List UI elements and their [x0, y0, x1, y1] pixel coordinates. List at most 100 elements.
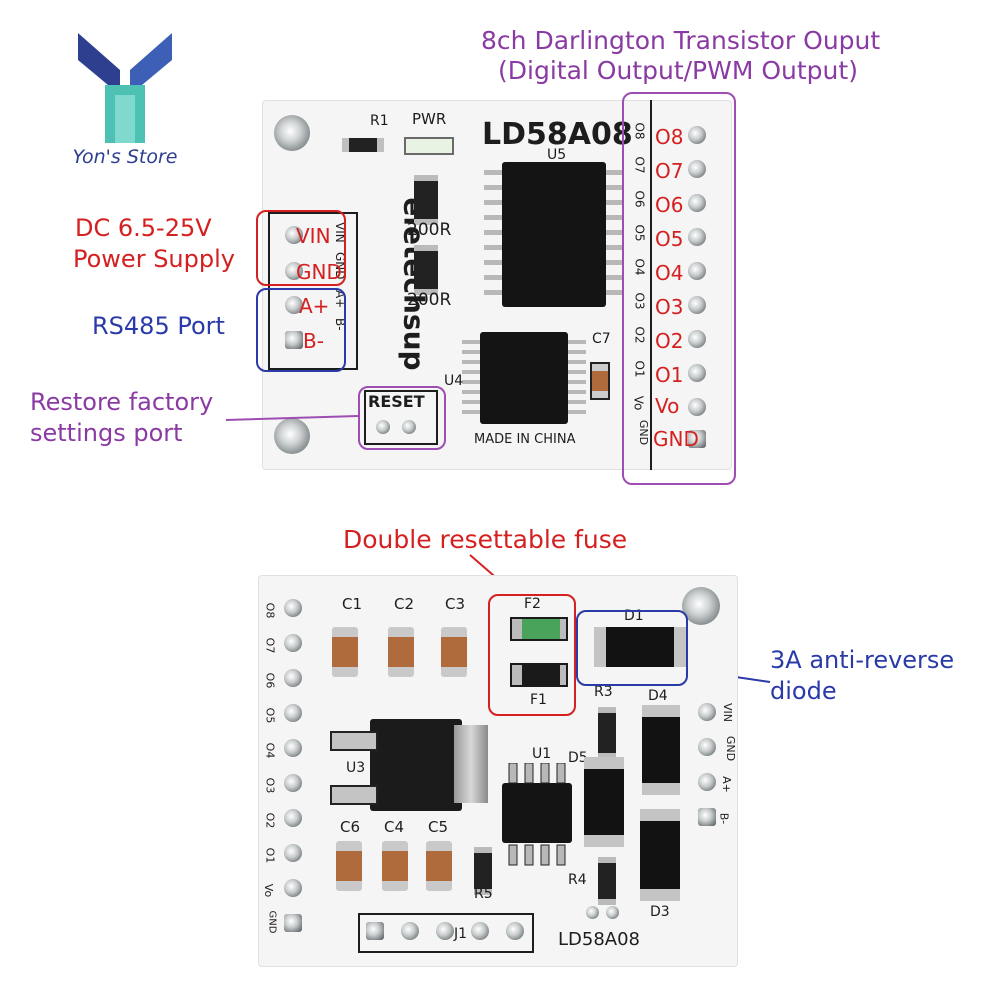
restore-label-line2: settings port — [30, 419, 183, 447]
output-pin-o6[interactable] — [688, 194, 706, 212]
c6-capacitor — [336, 841, 362, 891]
test-pad[interactable] — [606, 906, 619, 919]
input-label-vin: VIN — [296, 224, 331, 248]
r4-label: R4 — [568, 872, 587, 888]
u5-pins — [484, 170, 624, 295]
mount-hole — [274, 115, 310, 151]
output-pin-gnd[interactable] — [688, 430, 706, 448]
bottom-pad-o5[interactable] — [284, 704, 302, 722]
fuse-highlight-box — [488, 594, 576, 716]
bottom-pad-o2[interactable] — [284, 809, 302, 827]
bottom-board: C1 C2 C3 F2 F1 D1 R3 D4 D5 D3 U3 U1 C6 C… — [258, 575, 738, 967]
bottom-pad-vo[interactable] — [284, 879, 302, 897]
fuse-label: Double resettable fuse — [343, 525, 628, 554]
input-pin-a[interactable] — [285, 296, 303, 314]
output-rail — [650, 100, 652, 470]
store-logo: Yon's Store — [60, 25, 190, 185]
diode-label-line2: diode — [770, 677, 837, 705]
bottom-silk-o4: O4 — [263, 742, 277, 759]
d3-diode — [640, 809, 680, 901]
r1-resistor — [342, 138, 384, 152]
bottom-silk-a: A+ — [719, 776, 733, 793]
output-pin-o2[interactable] — [688, 330, 706, 348]
j1-pin[interactable] — [471, 922, 489, 940]
u3-regulator — [370, 719, 462, 811]
output-label-o6: O6 — [655, 193, 684, 217]
bottom-pad-gnd[interactable] — [284, 914, 302, 932]
output-pin-o4[interactable] — [688, 262, 706, 280]
input-label-b: B- — [303, 329, 324, 353]
outputs-highlight-box — [622, 92, 736, 485]
output-pin-o1[interactable] — [688, 364, 706, 382]
output-pin-o5[interactable] — [688, 228, 706, 246]
output-pin-vo[interactable] — [688, 398, 706, 416]
r3-label: R3 — [594, 684, 613, 700]
bottom-pad-o6[interactable] — [284, 669, 302, 687]
resistor-200r — [414, 245, 438, 295]
resistor-200r — [414, 175, 438, 225]
bottom-model-label: LD58A08 — [558, 929, 641, 950]
output-pin-o8[interactable] — [688, 126, 706, 144]
u3-lead — [330, 785, 378, 805]
u3-label: U3 — [346, 760, 366, 776]
res-value-1: 200R — [407, 220, 452, 240]
output-label-o2: O2 — [655, 329, 684, 353]
input-pin-b[interactable] — [285, 331, 303, 349]
d4-diode — [642, 705, 680, 795]
store-name: Yon's Store — [72, 146, 178, 168]
input-pin-gnd[interactable] — [285, 262, 303, 280]
output-pin-o7[interactable] — [688, 160, 706, 178]
input-pin-vin[interactable] — [285, 226, 303, 244]
c2-label: C2 — [394, 595, 415, 613]
r5-resistor — [474, 847, 492, 895]
d1-label: D1 — [624, 608, 644, 624]
u4-chip — [480, 332, 568, 424]
bottom-silk-o1: O1 — [263, 847, 277, 864]
bottom-pad-o3[interactable] — [284, 774, 302, 792]
bottom-silk-gnd-r: GND — [724, 735, 738, 762]
c1-capacitor — [332, 627, 358, 677]
rs485-label: RS485 Port — [92, 312, 225, 340]
u5-chip — [502, 162, 606, 307]
f2-label: F2 — [524, 596, 541, 612]
output-label-o5: O5 — [655, 227, 684, 251]
test-pad[interactable] — [586, 906, 599, 919]
input-label-gnd: GND — [296, 260, 342, 284]
pwr-led — [404, 137, 454, 155]
d1-diode — [594, 627, 686, 667]
output-label-vo: Vo — [655, 394, 680, 418]
bottom-pad-gnd-r[interactable] — [698, 738, 716, 756]
r4-resistor — [598, 857, 616, 905]
c4-label: C4 — [384, 818, 405, 836]
j1-pin[interactable] — [506, 922, 524, 940]
bottom-pad-vin[interactable] — [698, 703, 716, 721]
u4-pins — [462, 340, 586, 414]
power-label-line1: DC 6.5-25V — [75, 214, 212, 242]
reset-pin — [376, 420, 390, 434]
output-pin-o3[interactable] — [688, 296, 706, 314]
rs485-highlight-box — [256, 288, 346, 372]
power-label-line2: Power Supply — [73, 245, 235, 273]
bottom-pad-o1[interactable] — [284, 844, 302, 862]
bottom-pad-b[interactable] — [698, 808, 716, 826]
u3-tab — [454, 725, 488, 803]
c4-capacitor — [382, 841, 408, 891]
c3-label: C3 — [445, 595, 466, 613]
bottom-pad-o4[interactable] — [284, 739, 302, 757]
j1-pin[interactable] — [436, 922, 454, 940]
f2-fuse — [510, 617, 568, 641]
output-label-o1: O1 — [655, 363, 684, 387]
f1-label: F1 — [530, 692, 547, 708]
r5-label: R5 — [474, 886, 493, 902]
bottom-pad-o8[interactable] — [284, 599, 302, 617]
input-terminal — [268, 212, 358, 370]
bottom-pad-o7[interactable] — [284, 634, 302, 652]
j1-pin[interactable] — [366, 922, 384, 940]
u4-label: U4 — [444, 373, 464, 389]
bottom-silk-o6: O6 — [263, 672, 277, 689]
bottom-pad-a[interactable] — [698, 773, 716, 791]
input-label-a: A+ — [299, 294, 330, 318]
mount-hole — [274, 418, 310, 454]
bottom-silk-o8: O8 — [263, 602, 277, 619]
j1-pin[interactable] — [401, 922, 419, 940]
